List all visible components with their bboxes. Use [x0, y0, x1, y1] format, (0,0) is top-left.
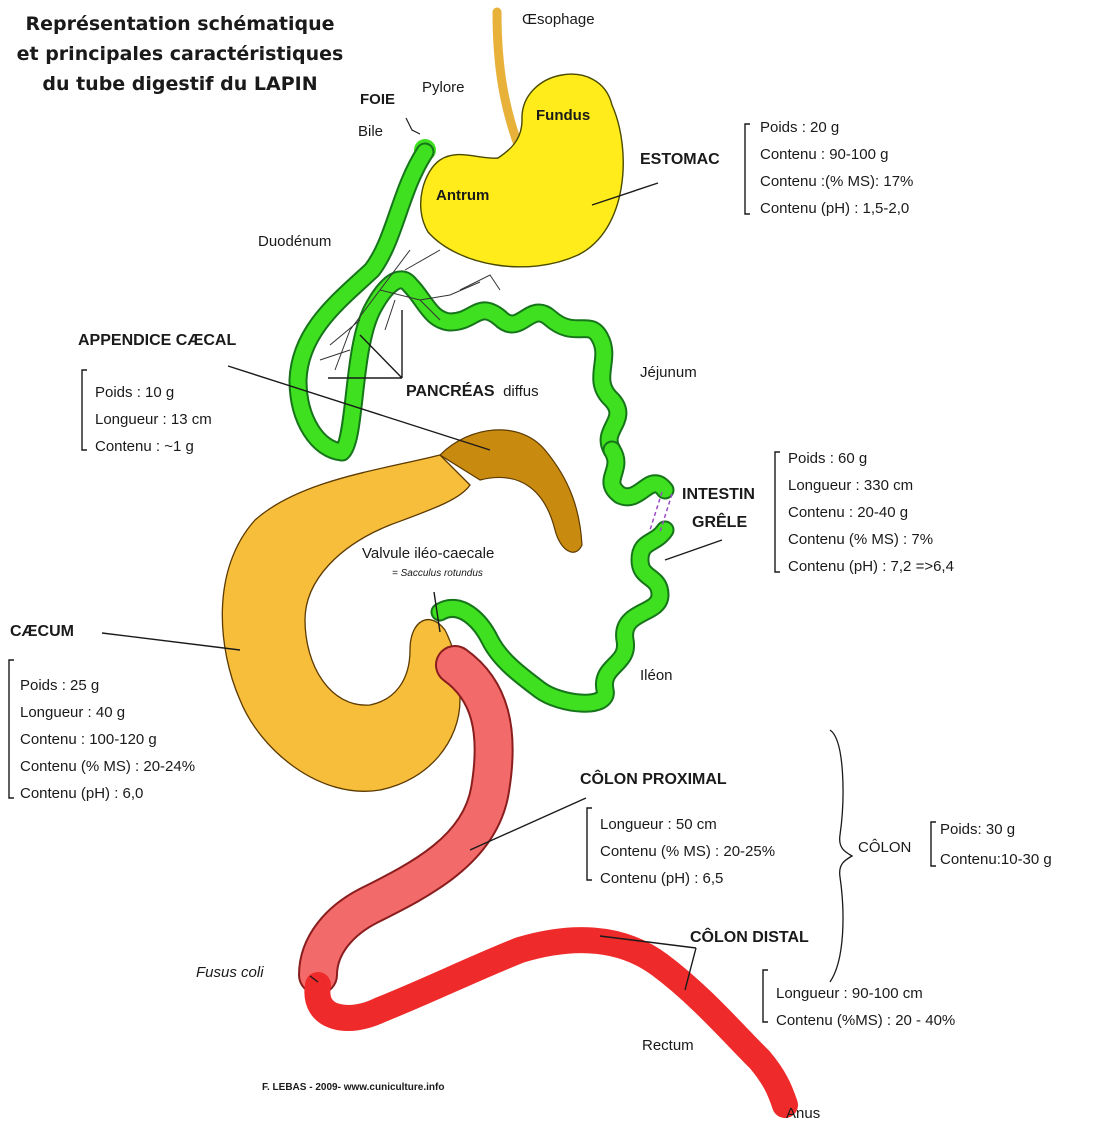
bile-duct-shape [406, 118, 420, 134]
diagram-title: Représentation schématique et principale… [17, 13, 344, 95]
pointer-intestin [665, 540, 722, 560]
intestin-name-1: INTESTIN [682, 486, 755, 503]
label-pylore: Pylore [422, 79, 465, 96]
label-pancreas-suffix: diffus [503, 383, 539, 400]
label-antrum: Antrum [436, 187, 489, 204]
colon-brace [830, 730, 852, 982]
colon-name: CÔLON [858, 839, 911, 856]
label-ileon: Iléon [640, 667, 673, 684]
caecum-info: CÆCUM Poids : 25 g Longueur : 40 g Conte… [9, 623, 195, 802]
colon-distal-stat-1: Longueur : 90-100 cm [776, 985, 923, 1002]
colon-proximal-bracket [587, 808, 592, 880]
appendice-info: APPENDICE CÆCAL Poids : 10 g Longueur : … [78, 332, 236, 455]
stomach-shape [421, 74, 624, 267]
appendice-stat-1: Poids : 10 g [95, 384, 174, 401]
intestin-stat-5: Contenu (pH) : 7,2 =>6,4 [788, 558, 954, 575]
estomac-stat-1: Poids : 20 g [760, 119, 839, 136]
caecum-bracket [9, 660, 14, 798]
label-valvule: Valvule iléo-caecale [362, 545, 494, 562]
caecum-stat-5: Contenu (pH) : 6,0 [20, 785, 143, 802]
intestin-stat-2: Longueur : 330 cm [788, 477, 913, 494]
intestin-stat-3: Contenu : 20-40 g [788, 504, 908, 521]
intestin-name-2: GRÊLE [692, 512, 747, 531]
credit-text: F. LEBAS - 2009- www.cuniculture.info [262, 1082, 444, 1093]
caecum-shape [222, 455, 470, 791]
colon-bracket [931, 822, 936, 866]
caecum-stat-3: Contenu : 100-120 g [20, 731, 157, 748]
colon-proximal-name: CÔLON PROXIMAL [580, 769, 727, 788]
colon-distal-name: CÔLON DISTAL [690, 927, 809, 946]
colon-stat-2: Contenu:10-30 g [940, 851, 1052, 868]
label-jejunum: Jéjunum [640, 364, 697, 381]
caecum-name: CÆCUM [10, 623, 74, 640]
esophagus-shape [497, 12, 520, 150]
estomac-name: ESTOMAC [640, 151, 720, 168]
intestin-stat-1: Poids : 60 g [788, 450, 867, 467]
intestin-stat-4: Contenu (% MS) : 7% [788, 531, 933, 548]
estomac-info: ESTOMAC Poids : 20 g Contenu : 90-100 g … [640, 119, 913, 217]
estomac-stat-4: Contenu (pH) : 1,5-2,0 [760, 200, 909, 217]
estomac-stat-2: Contenu : 90-100 g [760, 146, 888, 163]
caecum-stat-1: Poids : 25 g [20, 677, 99, 694]
intestin-info: INTESTIN GRÊLE Poids : 60 g Longueur : 3… [682, 450, 954, 575]
colon-proximal-stat-1: Longueur : 50 cm [600, 816, 717, 833]
label-fusus-coli: Fusus coli [196, 964, 264, 981]
colon-distal-stat-2: Contenu (%MS) : 20 - 40% [776, 1012, 955, 1029]
label-pancreas-name: PANCRÉAS [406, 381, 495, 400]
label-foie: FOIE [360, 91, 395, 108]
colon-stat-1: Poids: 30 g [940, 821, 1015, 838]
colon-info: CÔLON Poids: 30 g Contenu:10-30 g [858, 821, 1052, 868]
colon-proximal-info: CÔLON PROXIMAL Longueur : 50 cm Contenu … [580, 769, 775, 887]
label-sacculus: = Sacculus rotundus [392, 568, 483, 579]
estomac-bracket [745, 124, 750, 214]
title-line-3: du tube digestif du LAPIN [42, 73, 317, 95]
estomac-stat-3: Contenu :(% MS): 17% [760, 173, 913, 190]
label-pancreas: PANCRÉAS diffus [406, 381, 539, 400]
colon-proximal-stat-3: Contenu (pH) : 6,5 [600, 870, 723, 887]
title-line-2: et principales caractéristiques [17, 43, 344, 65]
label-fundus: Fundus [536, 107, 590, 124]
label-anus: Anus [786, 1105, 820, 1122]
appendice-name: APPENDICE CÆCAL [78, 332, 236, 349]
pointer-caecum [102, 633, 240, 650]
title-line-1: Représentation schématique [25, 13, 334, 35]
appendice-stat-2: Longueur : 13 cm [95, 411, 212, 428]
colon-proximal-stat-2: Contenu (% MS) : 20-25% [600, 843, 775, 860]
label-rectum: Rectum [642, 1037, 694, 1054]
label-bile: Bile [358, 123, 383, 140]
appendice-bracket [82, 370, 87, 450]
appendice-stat-3: Contenu : ~1 g [95, 438, 194, 455]
intestin-bracket [775, 452, 780, 572]
colon-distal-bracket [763, 970, 768, 1022]
caecum-stat-4: Contenu (% MS) : 20-24% [20, 758, 195, 775]
colon-distal-shape [317, 940, 785, 1105]
caecum-stat-2: Longueur : 40 g [20, 704, 125, 721]
label-oesophage: Œsophage [522, 11, 595, 28]
label-duodenum: Duodénum [258, 233, 331, 250]
